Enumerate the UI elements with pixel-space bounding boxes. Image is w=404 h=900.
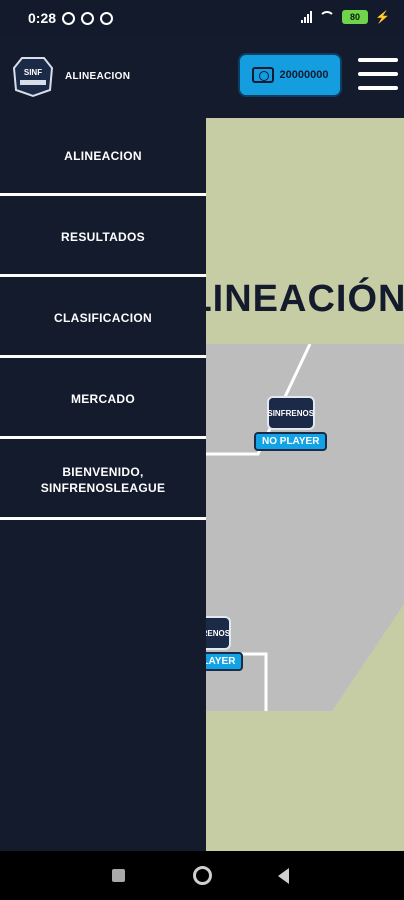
badge-text: SINFRENOS [183,628,231,638]
recents-icon[interactable] [112,869,125,882]
badge-text: SINFRENOS [267,408,315,418]
notification-mute-icon [62,12,75,25]
charging-icon: ⚡ [375,10,390,24]
hamburger-icon-line [358,86,398,90]
drawer-item-mercado[interactable]: MERCADO [0,361,206,439]
drawer-item-clasificacion[interactable]: CLASIFICACION [0,280,206,358]
page-title: ALINEACION [65,71,131,82]
coin-wallet-icon [251,67,274,83]
drawer-item-alineacion[interactable]: ALINEACION [0,118,206,196]
signal-icon [301,11,313,23]
notification-icons [62,12,113,25]
notification-app-icon-2 [100,12,113,25]
player-slot-label: NO PLAYER [254,432,328,451]
app-header: SINF ALINEACION 20000000 [0,36,404,118]
battery-level: 80 [350,12,361,22]
drawer-item-resultados[interactable]: RESULTADOS [0,199,206,277]
back-icon[interactable] [278,868,289,884]
system-nav-bar [0,851,404,900]
hamburger-icon-line [358,58,398,62]
hamburger-icon-line [358,72,398,76]
coins-balance-button[interactable]: 20000000 [238,53,342,97]
notification-app-icon [81,12,94,25]
svg-text:SINF: SINF [24,68,42,77]
home-icon[interactable] [193,866,212,885]
hamburger-menu-button[interactable] [356,54,400,94]
club-badge-icon: SINFRENOS [266,396,315,430]
coins-amount: 20000000 [279,69,329,81]
status-bar: 0:28 80 ⚡ [0,0,404,36]
player-slot[interactable]: SINFRENOS NO PLAYER [254,396,328,451]
battery-icon: 80 [342,10,369,24]
drawer-item-welcome[interactable]: BIENVENIDO, SINFRENOSLEAGUE [0,442,206,520]
navigation-drawer: ALINEACION RESULTADOS CLASIFICACION MERC… [0,118,206,851]
wifi-icon [319,11,336,23]
status-time: 0:28 [28,10,57,26]
system-icons: 80 ⚡ [301,10,390,24]
sinfrenos-logo: SINF [12,57,54,98]
